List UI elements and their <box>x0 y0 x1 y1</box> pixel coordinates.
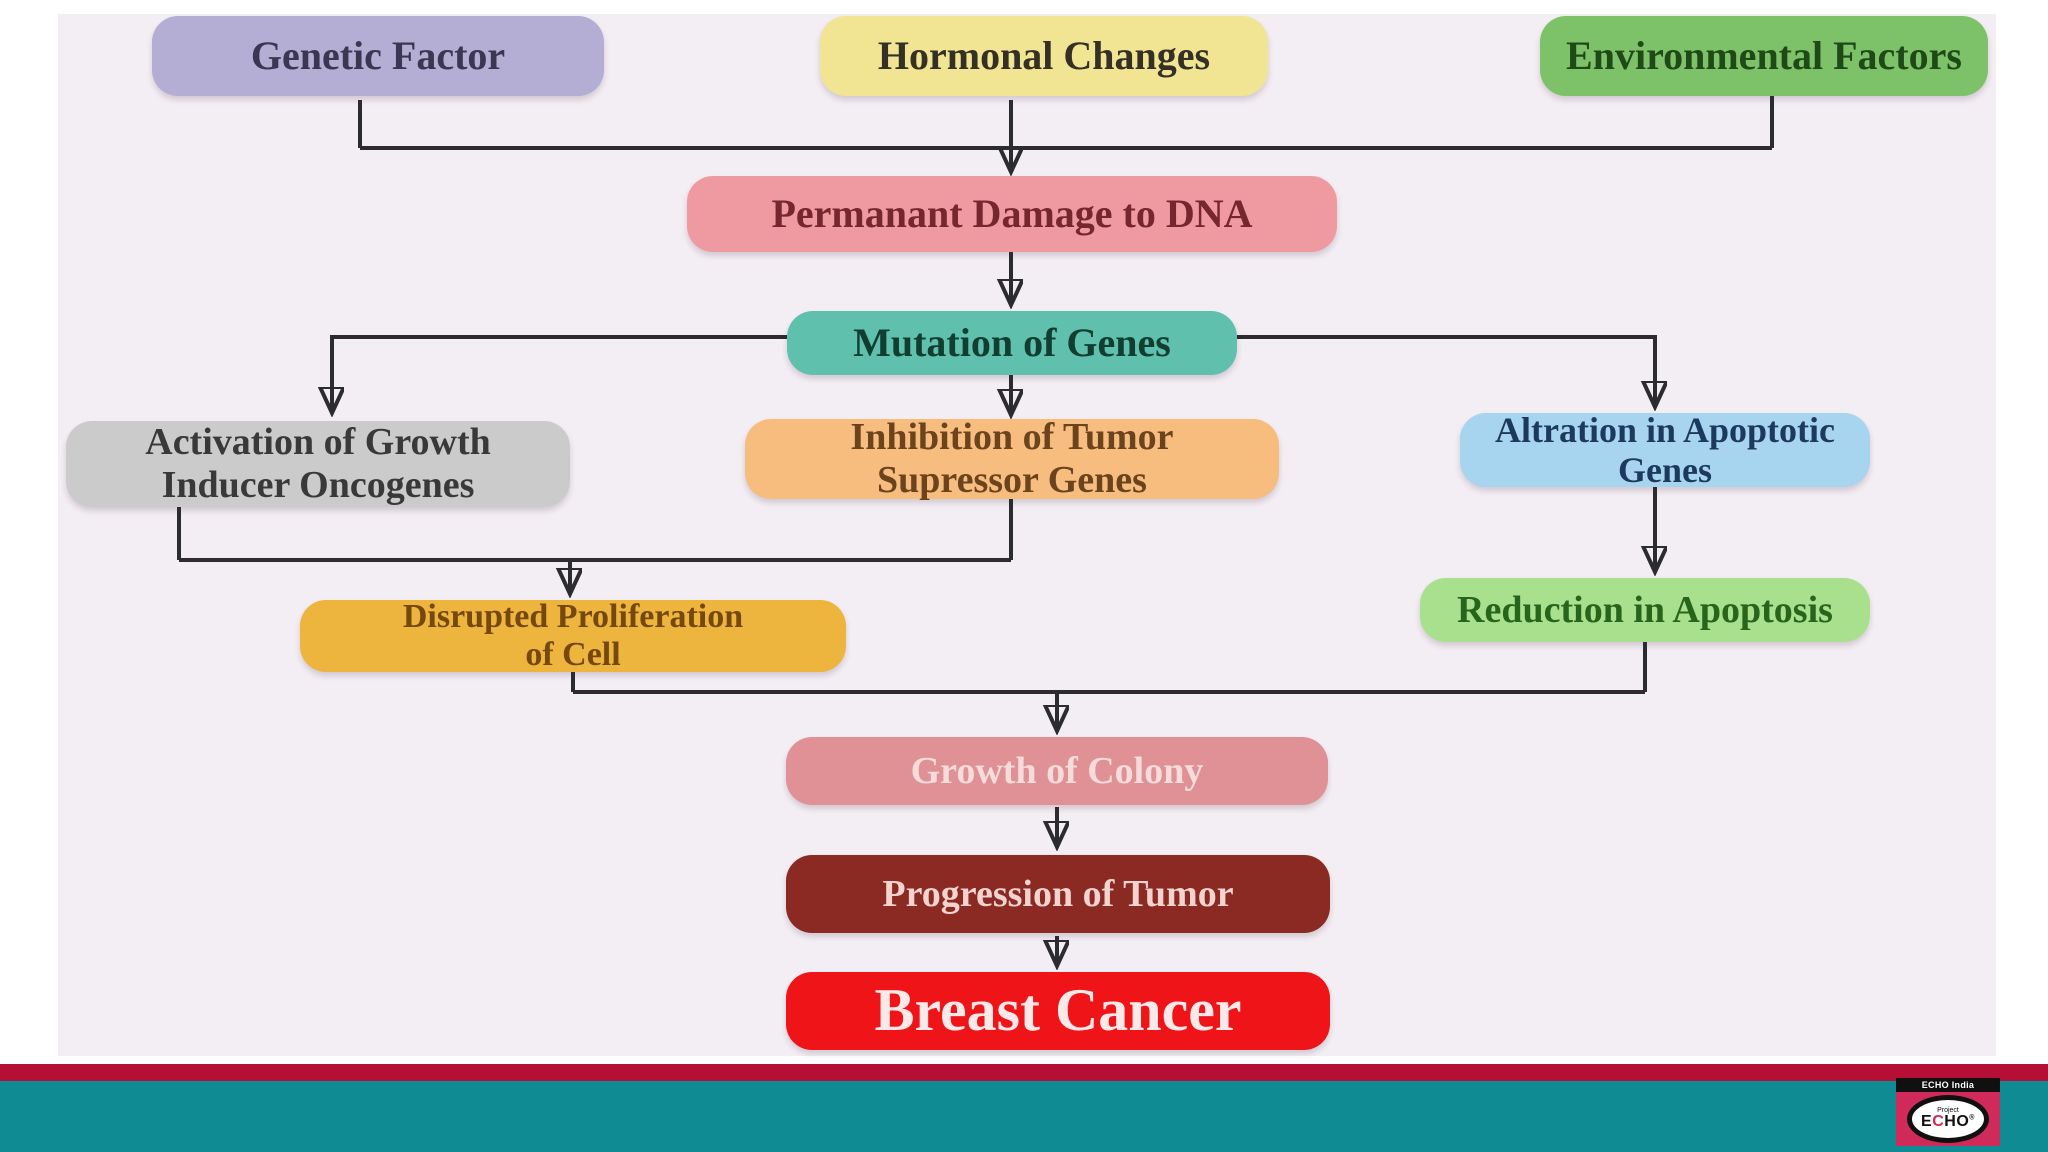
node-disrupted-proliferation: Disrupted Proliferation of Cell <box>300 598 846 673</box>
echo-logo-ellipse: Project ECHO® <box>1907 1095 1989 1143</box>
echo-wordmark: ECHO® <box>1921 1113 1975 1131</box>
node-breast-cancer: Breast Cancer <box>786 972 1330 1050</box>
registered-mark: ® <box>1969 1114 1975 1122</box>
node-reduction-apoptosis: Reduction in Apoptosis <box>1420 578 1870 642</box>
echo-india-banner: ECHO India <box>1896 1078 2000 1092</box>
node-altration-apoptotic: Altration in Apoptotic Genes <box>1460 410 1870 490</box>
node-progression-of-tumor: Progression of Tumor <box>786 855 1330 933</box>
node-mutation-of-genes: Mutation of Genes <box>787 311 1237 375</box>
echo-logo-body: Project ECHO® <box>1896 1092 2000 1146</box>
echo-letter-c: C <box>1932 1113 1945 1131</box>
node-activation-oncogenes: Activation of Growth Inducer Oncogenes <box>66 421 570 507</box>
node-permanant-damage-dna: Permanant Damage to DNA <box>687 176 1337 252</box>
footer-teal-bar <box>0 1081 2048 1152</box>
echo-letter-e: E <box>1921 1113 1933 1131</box>
node-hormonal-changes: Hormonal Changes <box>820 16 1268 96</box>
echo-letter-h: H <box>1944 1113 1957 1131</box>
node-inhibition-suppressor: Inhibition of Tumor Supressor Genes <box>745 416 1279 501</box>
echo-letter-o: O <box>1956 1113 1970 1131</box>
node-genetic-factor: Genetic Factor <box>152 16 604 96</box>
node-environmental-factors: Environmental Factors <box>1540 16 1988 96</box>
footer-crimson-stripe <box>0 1064 2048 1081</box>
node-growth-of-colony: Growth of Colony <box>786 737 1328 805</box>
echo-project-label: Project <box>1937 1107 1959 1115</box>
project-echo-logo: ECHO India Project ECHO® <box>1896 1078 2000 1146</box>
